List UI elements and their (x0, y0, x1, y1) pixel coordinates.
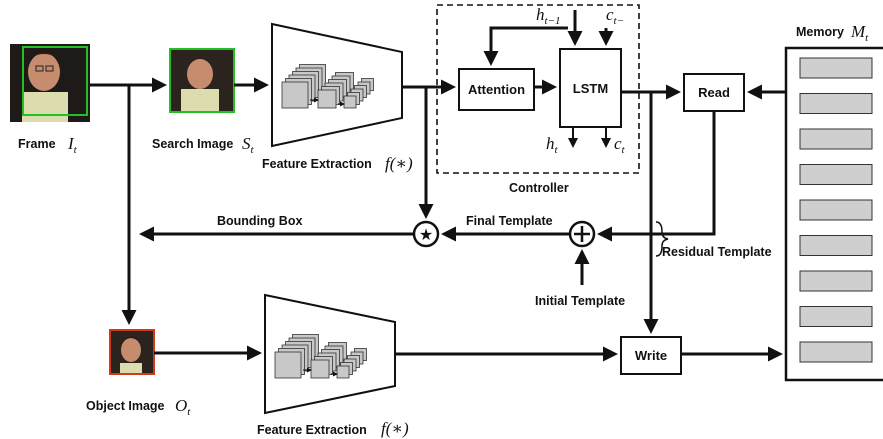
c-out-symbol: ct (614, 134, 626, 156)
controller-label: Controller (509, 181, 569, 195)
lstm-box: LSTM (559, 48, 622, 128)
c-prev-symbol: ct− (606, 5, 624, 27)
memory-slot (799, 235, 873, 256)
lstm-label: LSTM (573, 81, 608, 96)
frame-symbol: It (67, 134, 78, 156)
feature-bottom-symbol: f(∗) (381, 419, 409, 438)
attention-label: Attention (468, 82, 525, 97)
controller-region (436, 4, 640, 174)
feature-bottom-label: Feature Extraction (257, 423, 367, 437)
memory-label: Memory (796, 25, 844, 39)
svg-text:★: ★ (419, 225, 433, 244)
final-template-label: Final Template (466, 214, 553, 228)
connections (90, 10, 786, 362)
memory-block (784, 46, 883, 382)
memory-slot (799, 57, 873, 79)
object-label: Object Image (86, 399, 165, 413)
memory-slot (799, 199, 873, 221)
search-label: Search Image (152, 137, 233, 151)
memory-slot (799, 128, 873, 150)
feature-map-block (310, 359, 330, 379)
correlation-operator: ★ (412, 220, 440, 248)
feature-map-block (281, 81, 309, 109)
search-symbol: St (242, 134, 255, 156)
object-image (109, 329, 155, 375)
write-box: Write (620, 336, 682, 375)
sum-operator (568, 220, 596, 248)
memory-slot (799, 164, 873, 185)
write-label: Write (635, 348, 667, 363)
h-prev-symbol: ht−1 (536, 5, 560, 27)
frame-label: Frame (18, 137, 56, 151)
memory-symbol: Mt (850, 22, 869, 44)
bounding-box-label: Bounding Box (217, 214, 302, 228)
read-box: Read (683, 73, 745, 112)
frame-target-box (22, 46, 88, 116)
memory-slot (799, 93, 873, 114)
residual-template-label: Residual Template (662, 245, 772, 259)
search-image-border (169, 48, 235, 113)
feature-extraction-bottom (264, 293, 396, 415)
initial-template-label: Initial Template (535, 294, 625, 308)
feature-map-block (317, 89, 337, 109)
h-out-symbol: ht (546, 134, 559, 156)
memory-slot (799, 341, 873, 363)
frame-image (10, 44, 90, 122)
feature-top-label: Feature Extraction (262, 157, 372, 171)
feature-top-symbol: f(∗) (385, 154, 413, 173)
read-label: Read (698, 85, 730, 100)
feature-extraction-top (271, 22, 403, 148)
object-symbol: Ot (175, 396, 191, 418)
search-image (169, 48, 235, 113)
feature-map-block (336, 365, 350, 379)
attention-box: Attention (458, 68, 535, 111)
memory-slot (799, 306, 873, 327)
feature-map-block (343, 95, 357, 109)
memory-slot (799, 270, 873, 292)
feature-map-block (274, 351, 302, 379)
